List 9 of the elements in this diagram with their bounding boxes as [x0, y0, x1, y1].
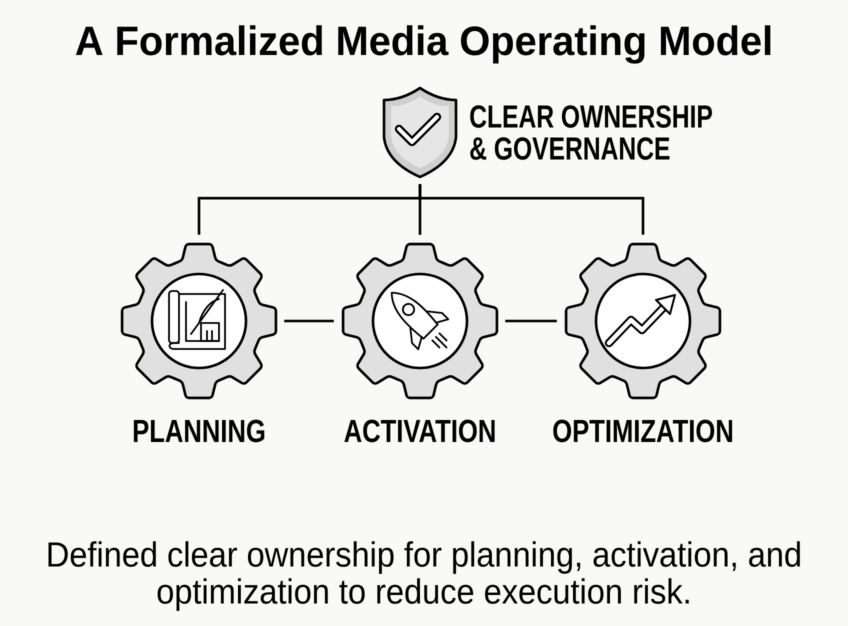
- node-label: ACTIVATION: [344, 420, 495, 442]
- connector-line: [505, 320, 557, 322]
- connector-line: [418, 184, 644, 235]
- caption: Defined clear ownership for planning, activation, and optimization to reduce execution risk.: [48, 541, 800, 611]
- connector-line: [284, 320, 334, 322]
- node-label: OPTIMIZATION: [553, 420, 732, 442]
- node-label: CLEAR OWNERSHIP & GOVERNANCE: [470, 105, 712, 160]
- title: A Formalized Media Operating Model: [76, 25, 770, 64]
- node-label: PLANNING: [134, 420, 264, 442]
